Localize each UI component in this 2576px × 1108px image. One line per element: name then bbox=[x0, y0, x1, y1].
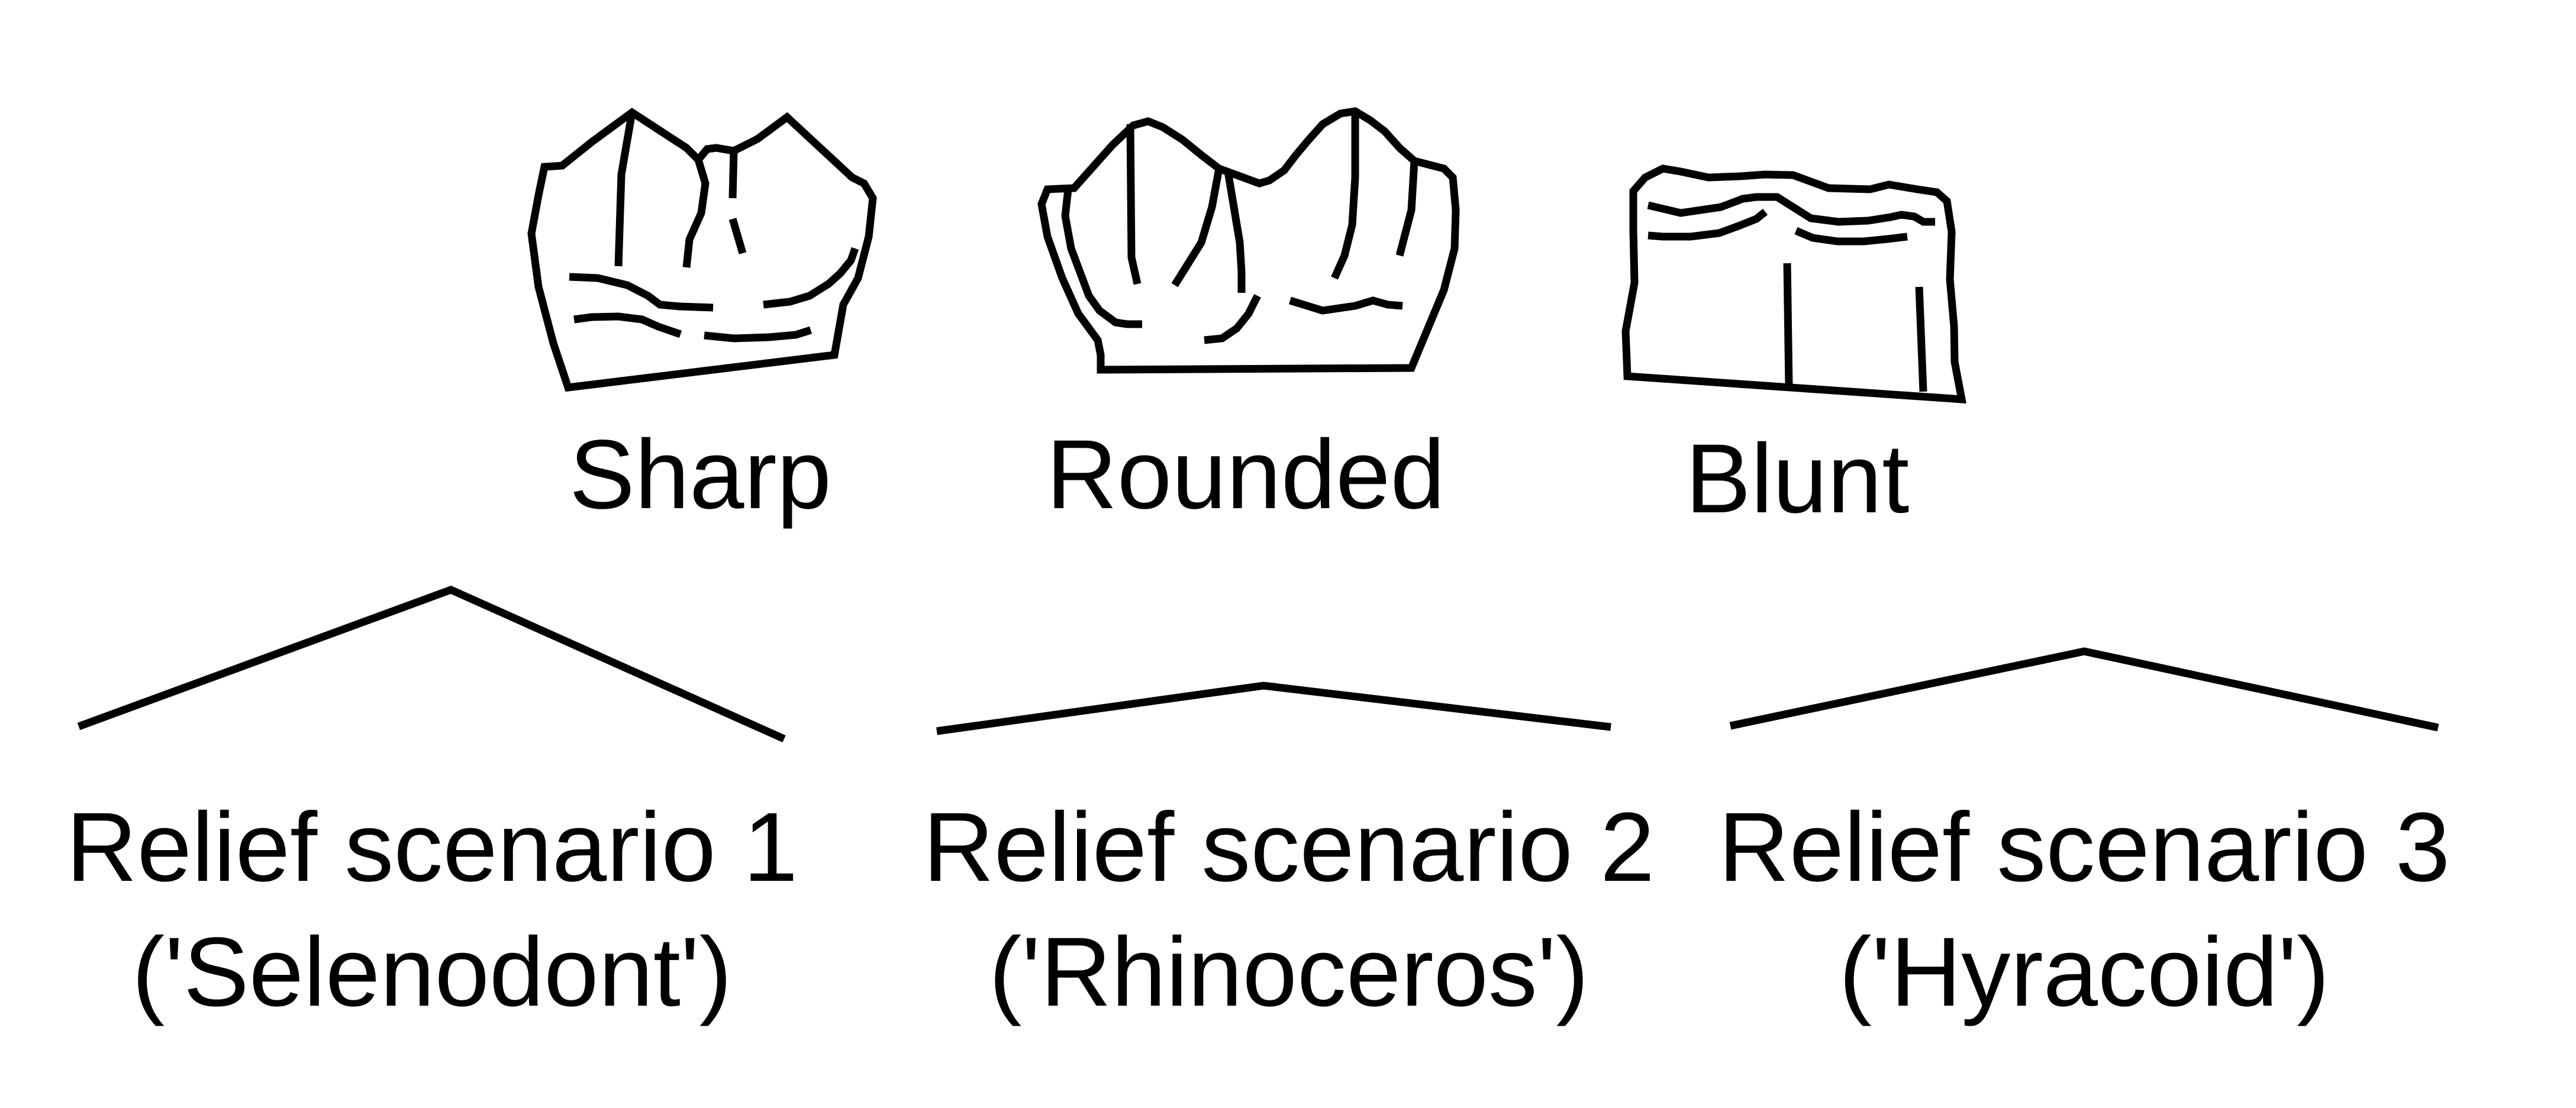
scenario-subtitle: ('Hyracoid') bbox=[1839, 917, 2330, 1027]
relief-profile-line-3 bbox=[1729, 647, 2439, 732]
scenario-label-3: Relief scenario 3 ('Hyracoid') bbox=[1670, 786, 2498, 1035]
cusp-label-sharp: Sharp bbox=[569, 420, 831, 529]
scenario-title: Relief scenario 1 bbox=[66, 793, 798, 902]
relief-profile-line-1 bbox=[77, 585, 786, 742]
scenario-title: Relief scenario 3 bbox=[1718, 793, 2451, 902]
scenario-title: Relief scenario 2 bbox=[923, 793, 1655, 902]
relief-profile-line-2 bbox=[936, 681, 1611, 735]
blunt-tooth-drawing bbox=[1621, 164, 1966, 404]
cusp-label-rounded: Rounded bbox=[1046, 420, 1445, 529]
rounded-tooth-drawing bbox=[1037, 107, 1460, 374]
scenario-label-1: Relief scenario 1 ('Selenodont') bbox=[18, 786, 846, 1035]
scenario-label-2: Relief scenario 2 ('Rhinoceros') bbox=[875, 786, 1703, 1035]
cusp-label-blunt: Blunt bbox=[1685, 424, 1910, 534]
sharp-tooth-drawing bbox=[527, 108, 877, 392]
scenario-subtitle: ('Selenodont') bbox=[132, 917, 732, 1027]
scenario-subtitle: ('Rhinoceros') bbox=[989, 917, 1589, 1027]
